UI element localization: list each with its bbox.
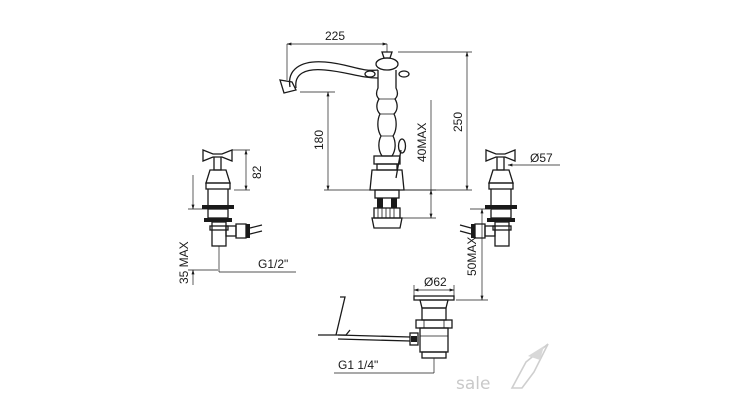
dimension-waste-depth: 50MAX xyxy=(456,208,490,301)
central-spout xyxy=(279,51,410,229)
dimension-deck-thickness: 40MAX xyxy=(400,100,436,219)
dim-label-50max: 50MAX xyxy=(465,237,479,276)
left-valve xyxy=(202,149,263,247)
dimension-spout-height: 180 xyxy=(300,91,372,191)
popup-waste xyxy=(318,295,455,359)
dim-label-40max: 40MAX xyxy=(415,123,429,162)
dimension-waste-diameter: Ø62 xyxy=(413,275,455,296)
dimension-spout-reach: 225 xyxy=(286,29,388,80)
dim-label-180: 180 xyxy=(312,130,326,150)
dimension-handle-height: 82 xyxy=(232,149,264,191)
dim-label-225: 225 xyxy=(325,29,345,43)
dimension-valve-thread: G1/2" xyxy=(218,246,296,273)
dim-label-250: 250 xyxy=(451,112,465,132)
dim-label-o62: Ø62 xyxy=(424,275,447,289)
right-valve xyxy=(459,149,517,247)
dim-label-o57: Ø57 xyxy=(530,151,553,165)
dim-label-35max: 35 MAX xyxy=(177,241,191,284)
dimension-body-height: 250 xyxy=(398,51,472,191)
dim-label-g12: G1/2" xyxy=(258,257,288,271)
dimension-waste-thread: G1 1/4" xyxy=(334,358,435,374)
dimension-handle-diameter: Ø57 xyxy=(507,151,560,167)
dim-label-g114: G1 1/4" xyxy=(338,358,378,372)
dimension-valve-depth: 35 MAX xyxy=(177,175,218,285)
dim-label-82: 82 xyxy=(250,165,264,179)
watermark-text: sale xyxy=(456,374,490,394)
sale-watermark-logo: sale xyxy=(456,343,549,394)
